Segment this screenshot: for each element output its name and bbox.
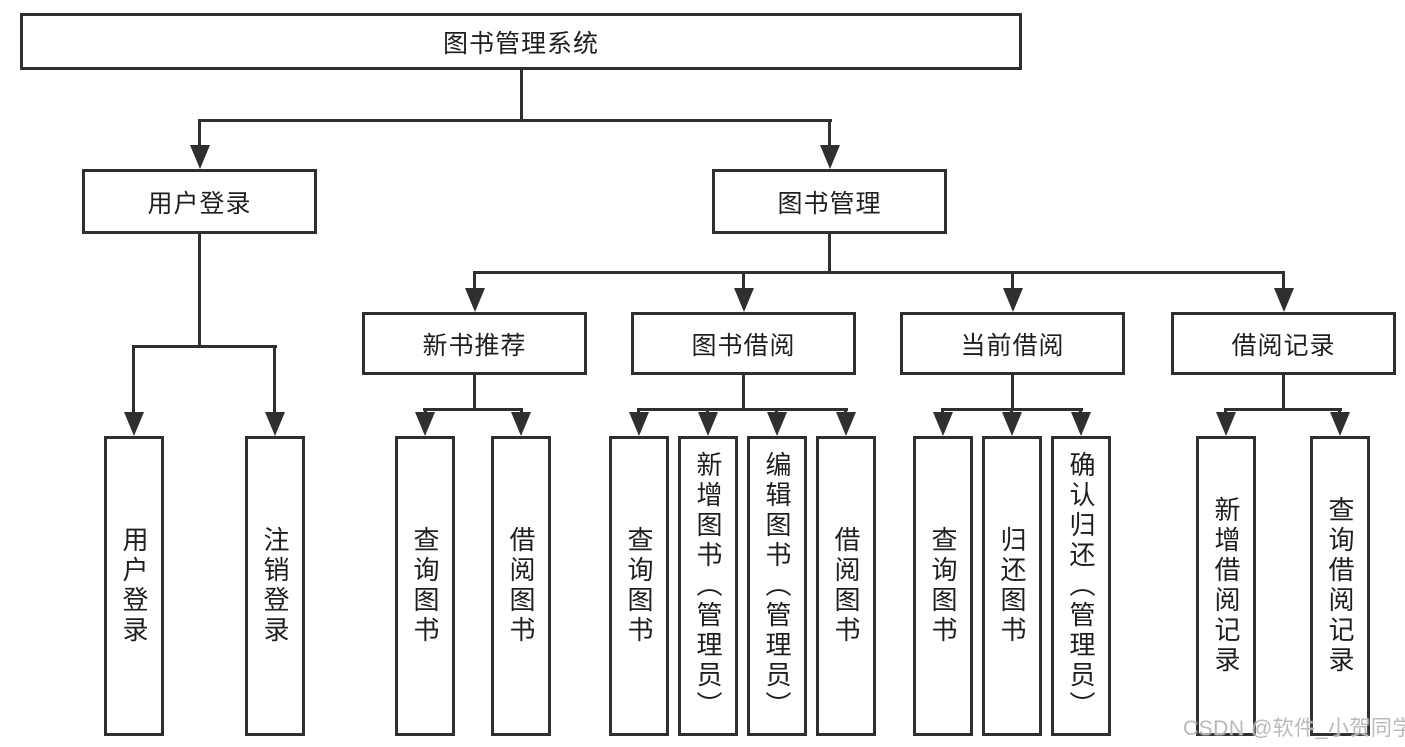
connector-line xyxy=(198,119,201,151)
node-label: 当前借阅 xyxy=(960,331,1065,360)
connector-line xyxy=(473,375,476,408)
arrow-down-icon xyxy=(820,145,840,169)
arrow-down-icon xyxy=(767,412,787,436)
node-leaf-add-books-admin: 新增图书（管理员） xyxy=(678,436,738,736)
arrow-down-icon xyxy=(511,412,531,436)
connector-line xyxy=(473,271,476,291)
arrow-down-icon xyxy=(465,288,485,312)
connector-line xyxy=(423,408,523,411)
node-label: 新增借阅记录 xyxy=(1211,496,1241,676)
connector-line xyxy=(132,345,277,348)
arrow-down-icon xyxy=(629,412,649,436)
arrow-down-icon xyxy=(1002,412,1022,436)
node-leaf-logout: 注销登录 xyxy=(245,436,305,736)
connector-line xyxy=(1011,271,1014,291)
node-label: 查询图书 xyxy=(624,526,654,646)
connector-line xyxy=(637,408,848,411)
node-label: 编辑图书（管理员） xyxy=(762,451,792,721)
node-leaf-query-books: 查询图书 xyxy=(913,436,973,736)
arrow-down-icon xyxy=(1071,412,1091,436)
node-label: 用户登录 xyxy=(147,189,252,218)
connector-line xyxy=(1011,375,1014,408)
connector-line xyxy=(132,345,135,415)
connector-line xyxy=(1282,375,1285,408)
node-label: 新增图书（管理员） xyxy=(693,451,723,721)
arrow-down-icon xyxy=(933,412,953,436)
node-leaf-add-borrow-record: 新增借阅记录 xyxy=(1196,436,1256,736)
connector-line xyxy=(742,271,745,291)
node-borrowing-records: 借阅记录 xyxy=(1171,312,1396,375)
node-user-login: 用户登录 xyxy=(82,169,317,234)
node-label: 查询借阅记录 xyxy=(1325,496,1355,676)
connector-line xyxy=(828,119,831,151)
node-label: 归还图书 xyxy=(997,526,1027,646)
arrow-down-icon xyxy=(1003,288,1023,312)
connector-line xyxy=(520,70,523,119)
arrow-down-icon xyxy=(734,288,754,312)
node-leaf-edit-books-admin: 编辑图书（管理员） xyxy=(747,436,807,736)
node-leaf-borrow-books: 借阅图书 xyxy=(816,436,876,736)
node-leaf-query-books: 查询图书 xyxy=(395,436,455,736)
connector-line xyxy=(473,271,1285,274)
node-leaf-return-books: 归还图书 xyxy=(982,436,1042,736)
arrow-down-icon xyxy=(836,412,856,436)
node-label: 查询图书 xyxy=(928,526,958,646)
connector-line xyxy=(273,345,276,415)
node-label: 注销登录 xyxy=(260,526,290,646)
csdn-watermark: CSDN @软件_小贺同学 xyxy=(1183,717,1405,740)
arrow-down-icon xyxy=(1216,412,1236,436)
node-leaf-query-borrow-record: 查询借阅记录 xyxy=(1310,436,1370,736)
connector-line xyxy=(1282,271,1285,291)
node-library-system: 图书管理系统 xyxy=(20,13,1022,70)
node-book-management: 图书管理 xyxy=(712,169,947,234)
node-leaf-borrow-books: 借阅图书 xyxy=(491,436,551,736)
connector-line xyxy=(1224,408,1342,411)
node-new-book-recommend: 新书推荐 xyxy=(362,312,587,375)
arrow-down-icon xyxy=(698,412,718,436)
arrow-down-icon xyxy=(190,145,210,169)
node-current-borrowing: 当前借阅 xyxy=(900,312,1125,375)
node-label: 图书借阅 xyxy=(691,331,796,360)
node-leaf-query-books: 查询图书 xyxy=(609,436,669,736)
connector-line xyxy=(742,375,745,408)
node-leaf-user-login: 用户登录 xyxy=(104,436,164,736)
arrow-down-icon xyxy=(415,412,435,436)
connector-line xyxy=(198,234,201,345)
node-label: 查询图书 xyxy=(410,526,440,646)
node-label: 借阅记录 xyxy=(1231,331,1336,360)
node-label: 借阅图书 xyxy=(831,526,861,646)
arrow-down-icon xyxy=(1274,288,1294,312)
node-label: 借阅图书 xyxy=(506,526,536,646)
node-label: 图书管理 xyxy=(777,189,882,218)
node-label: 图书管理系统 xyxy=(442,29,599,58)
node-label: 确认归还（管理员） xyxy=(1066,451,1096,721)
node-leaf-confirm-return-admin: 确认归还（管理员） xyxy=(1051,436,1111,736)
connector-line xyxy=(828,234,831,271)
arrow-down-icon xyxy=(124,412,144,436)
node-label: 新书推荐 xyxy=(422,331,527,360)
node-label: 用户登录 xyxy=(119,526,149,646)
arrow-down-icon xyxy=(1330,412,1350,436)
connector-line xyxy=(198,119,832,122)
arrow-down-icon xyxy=(265,412,285,436)
node-book-borrowing: 图书借阅 xyxy=(631,312,856,375)
